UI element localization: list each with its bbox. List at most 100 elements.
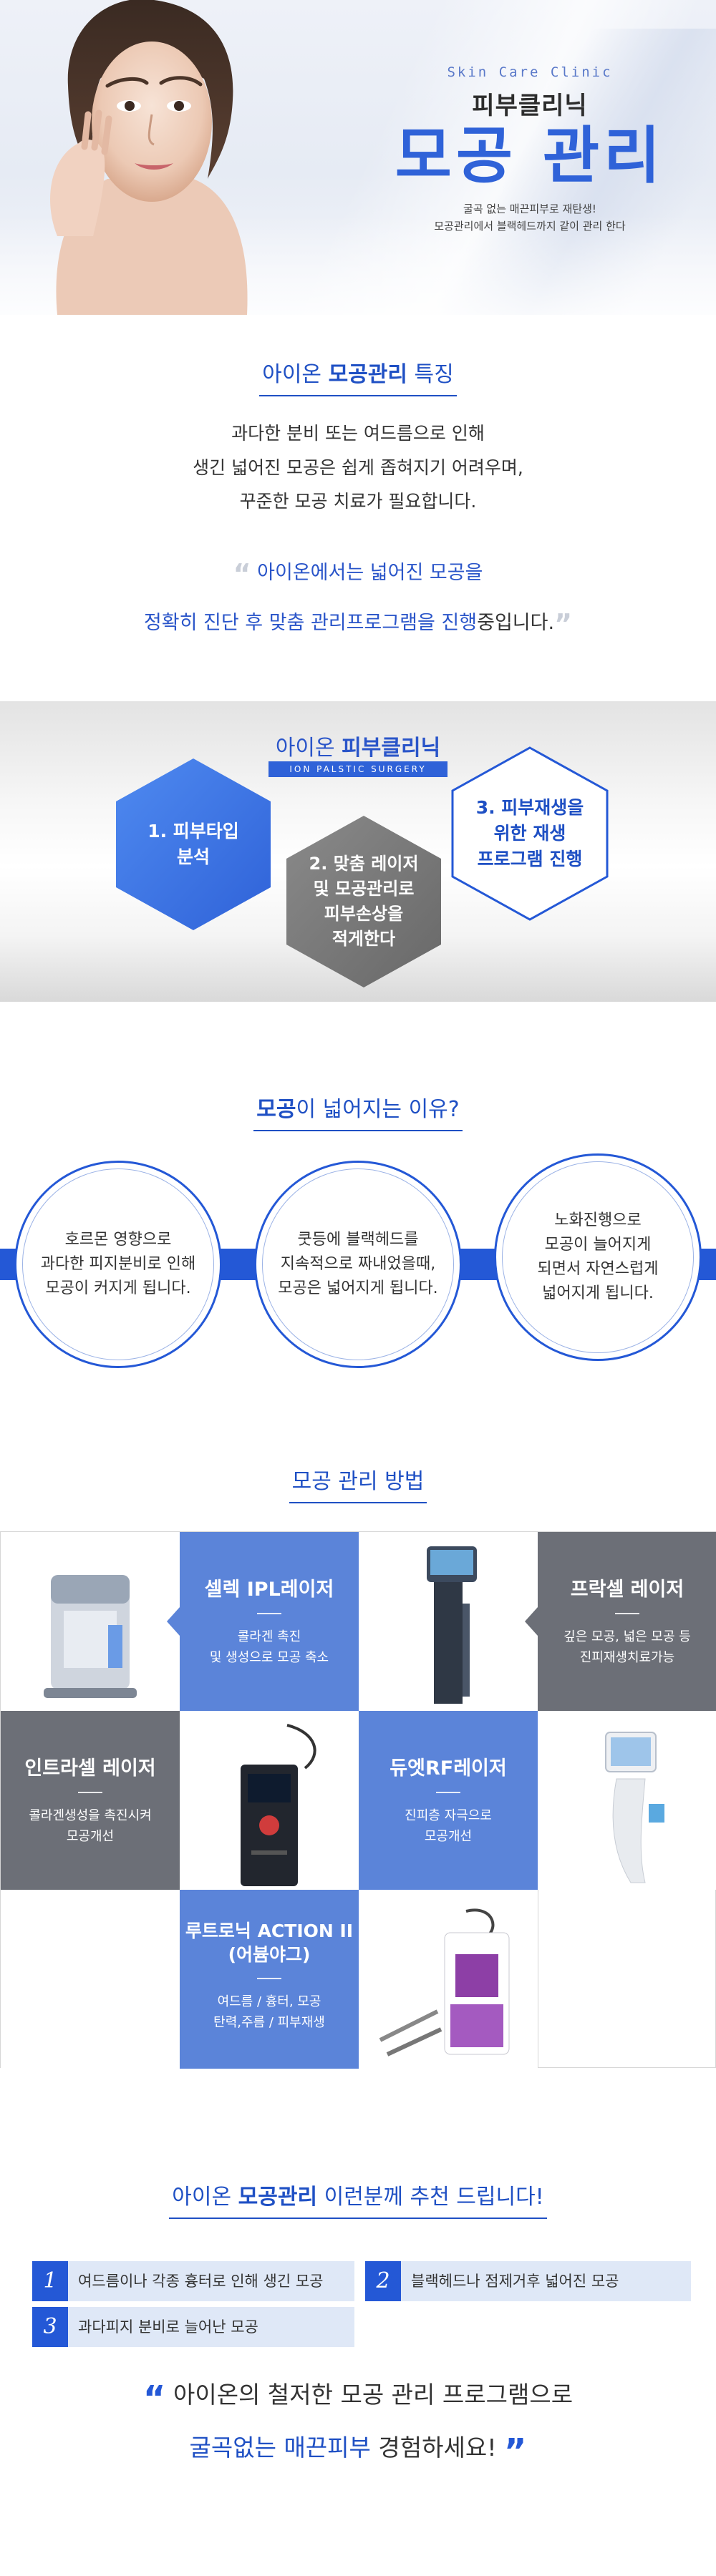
- recommend-item-3: 3 과다피지 분비로 늘어난 모공: [32, 2307, 354, 2347]
- device-image-action-ii: [359, 1890, 538, 2069]
- device-image-fraxel: [359, 1532, 538, 1711]
- method-card-5: 루트로닉 ACTION II (어븀야그) 여드름 / 흉터, 모공 탄력,주름…: [180, 1890, 359, 2069]
- recommend-number: 3: [32, 2307, 68, 2347]
- recommend-text: 블랙헤드나 점제거후 넓어진 모공: [411, 2273, 619, 2290]
- model-face-illustration: [50, 0, 248, 315]
- close-quote-icon: ”: [503, 2431, 527, 2472]
- hero-description: 굴곡 없는 매끈피부로 재탄생! 모공관리에서 블랙헤드까지 같이 관리 한다: [372, 200, 687, 235]
- method-desc: 진피층 자극으로 모공개선: [405, 1808, 492, 1844]
- clinic-process-section: 아이온 피부클리닉 ION PALSTIC SURGERY 1. 피부타입 분석…: [0, 701, 716, 1002]
- paragraph-line: 꾸준한 모공 치료가 필요합니다.: [239, 491, 477, 512]
- methods-grid: 셀렉 IPL레이저 콜라겐 촉진 및 생성으로 모공 축소 프락셀 레이저 깊은…: [0, 1531, 716, 2069]
- closing-line-end: 경험하세요!: [378, 2434, 497, 2462]
- recommend-number: 2: [365, 2261, 401, 2301]
- method-card-2: 프락셀 레이저 깊은 모공, 넓은 모공 등 진피재생치료가능: [525, 1532, 716, 1711]
- pointer-left-icon: [525, 1607, 538, 1636]
- method-card-3: 인트라셀 레이저 콜라겐생성을 촉진시켜 모공개선: [1, 1711, 193, 1890]
- hero-desc-line: 굴곡 없는 매끈피부로 재탄생!: [463, 202, 596, 215]
- method-desc: 깊은 모공, 넓은 모공 등 진피재생치료가능: [563, 1629, 691, 1665]
- divider: [436, 1792, 460, 1793]
- hero-desc-line: 모공관리에서 블랙헤드까지 같이 관리 한다: [434, 219, 626, 233]
- laser-device-icon: [605, 1732, 664, 1883]
- recommend-text: 여드름이나 각종 흉터로 인해 생긴 모공: [78, 2273, 324, 2290]
- method-title: 프락셀 레이저: [570, 1579, 684, 1601]
- device-image-select-ipl: [1, 1532, 180, 1711]
- reason-circle-2: 쿳등에 블랙헤드를 지속적으로 짜내었을때, 모공은 넓어지게 됩니다.: [254, 1161, 462, 1368]
- method-desc: 콜라겐생성을 촉진시켜 모공개선: [29, 1808, 152, 1844]
- hero-text-block: Skin Care Clinic 피부클리닉 모공 관리 굴곡 없는 매끈피부로…: [372, 64, 687, 235]
- method-card-4: 듀엣RF레이저 진피층 자극으로 모공개선: [359, 1711, 551, 1890]
- method-card-1: 셀렉 IPL레이저 콜라겐 촉진 및 생성으로 모공 축소: [167, 1532, 359, 1711]
- paragraph-line: 과다한 분비 또는 여드름으로 인해: [231, 423, 485, 444]
- step-3-text: 3. 피부재생을 위한 재생 프로그램 진행: [475, 796, 584, 870]
- heading-end: 이런분께 추천 드립니다!: [324, 2185, 544, 2210]
- hexagon-shape: [116, 758, 271, 930]
- reason-circle-3: 노화진행으로 모공이 늘어지게 되면서 자연스럽게 넓어지게 됩니다.: [494, 1153, 702, 1361]
- hero-subtitle: 피부클리닉: [472, 92, 588, 120]
- heading-end: 특징: [414, 362, 454, 387]
- hero-banner: Skin Care Clinic 피부클리닉 모공 관리 굴곡 없는 매끈피부로…: [0, 0, 716, 315]
- heading-bold: 모공관리: [328, 362, 407, 387]
- methods-heading-text: 모공 관리 방법: [289, 1463, 427, 1503]
- open-quote-icon: “: [233, 557, 251, 590]
- reason-text-3: 노화진행으로 모공이 늘어지게 되면서 자연스럽게 넓어지게 됩니다.: [537, 1211, 659, 1303]
- laser-device-icon: [44, 1575, 137, 1698]
- method-title: 루트로닉 ACTION II (어븀야그): [185, 1921, 354, 1965]
- step-2-label: 2. 맞춤 레이저 및 모공관리로 피부손상을 적게한다: [278, 809, 450, 995]
- recommend-text: 과다피지 분비로 늘어난 모공: [78, 2318, 258, 2336]
- clinic-title-bold: 피부클리닉: [342, 736, 441, 761]
- quote-line-end: 중입니다.: [477, 611, 555, 634]
- method-desc: 여드름 / 흉터, 모공 탄력,주름 / 피부재생: [213, 1994, 325, 2030]
- divider: [615, 1613, 639, 1614]
- features-section: 아이온 모공관리 특징 과다한 분비 또는 여드름으로 인해 생긴 넓어진 모공…: [0, 315, 716, 701]
- heading-bold: 모공관리: [238, 2185, 318, 2210]
- step-3-label: 3. 피부재생을 위한 재생 프로그램 진행: [444, 741, 616, 927]
- reason-text-1: 호르몬 영향으로 과다한 피지분비로 인해 모공이 커지게 됩니다.: [40, 1230, 196, 1298]
- hexagon-shape: [286, 816, 441, 987]
- clinic-english-tag: ION PALSTIC SURGERY: [268, 761, 448, 777]
- step-1-label: 1. 피부타입 분석: [107, 751, 279, 937]
- device-image-intracel: [180, 1711, 359, 1890]
- features-quote: “ 아이온에서는 넓어진 모공을 정확히 진단 후 맞춤 관리프로그램을 진행중…: [0, 549, 716, 650]
- reason-text-2: 쿳등에 블랙헤드를 지속적으로 짜내었을때, 모공은 넓어지게 됩니다.: [278, 1230, 438, 1298]
- reasons-heading: 모공이 넓어지는 이유?: [0, 1091, 716, 1131]
- heading-normal: 아이온: [262, 362, 322, 387]
- laser-device-icon: [379, 1908, 510, 2057]
- empty-cell: [1, 1890, 180, 2069]
- methods-heading: 모공 관리 방법: [0, 1463, 716, 1503]
- recommend-item-2: 2 블랙헤드나 점제거후 넓어진 모공: [365, 2261, 691, 2301]
- clinic-title-normal: 아이온: [275, 736, 335, 761]
- reason-circle-1: 호르몬 영향으로 과다한 피지분비로 인해 모공이 커지게 됩니다.: [14, 1161, 222, 1368]
- step-hexagon-2: 2. 맞춤 레이저 및 모공관리로 피부손상을 적게한다: [278, 809, 450, 995]
- recommend-heading: 아이온 모공관리 이런분께 추천 드립니다!: [0, 2179, 716, 2219]
- step-hexagon-1: 1. 피부타입 분석: [107, 751, 279, 937]
- pointer-left-icon: [167, 1607, 180, 1636]
- open-quote-icon: “: [142, 2379, 166, 2419]
- heading-bold: 모공: [256, 1097, 296, 1122]
- heading-normal: 아이온: [172, 2185, 232, 2210]
- quote-line: 정확히 진단 후 맞춤 관리프로그램을 진행: [143, 611, 478, 634]
- device-image-duet-rf: [538, 1711, 716, 1890]
- laser-device-icon: [241, 1724, 316, 1886]
- method-title: 인트라셀 레이저: [24, 1757, 156, 1780]
- closing-quote: “ 아이온의 철저한 모공 관리 프로그램으로 굴곡없는 매끈피부 경험하세요!…: [0, 2372, 716, 2479]
- close-quote-icon: ”: [554, 608, 573, 640]
- heading-rest: 이 넓어지는 이유?: [296, 1097, 460, 1122]
- step-hexagon-3: 3. 피부재생을 위한 재생 프로그램 진행: [444, 741, 616, 927]
- paragraph-line: 생긴 넓어진 모공은 쉽게 좁혀지기 어려우며,: [193, 457, 523, 478]
- features-heading: 아이온 모공관리 특징: [0, 356, 716, 396]
- features-paragraph: 과다한 분비 또는 여드름으로 인해 생긴 넓어진 모공은 쉽게 좁혀지기 어려…: [0, 416, 716, 519]
- step-1-text: 1. 피부타입 분석: [147, 820, 239, 867]
- step-2-text: 2. 맞춤 레이저 및 모공관리로 피부손상을 적게한다: [309, 854, 419, 949]
- divider: [78, 1792, 102, 1793]
- method-desc: 콜라겐 촉진 및 생성으로 모공 축소: [209, 1629, 329, 1665]
- divider: [257, 1613, 281, 1614]
- hero-english-subtitle: Skin Care Clinic: [447, 64, 613, 80]
- clinic-title: 아이온 피부클리닉: [0, 730, 716, 761]
- method-title: 듀엣RF레이저: [390, 1757, 507, 1780]
- hexagon-shape: [451, 746, 609, 921]
- hero-title: 모공 관리: [395, 120, 665, 192]
- quote-line: 아이온에서는 넓어진 모공을: [257, 561, 483, 584]
- closing-highlight: 굴곡없는 매끈피부: [189, 2434, 371, 2462]
